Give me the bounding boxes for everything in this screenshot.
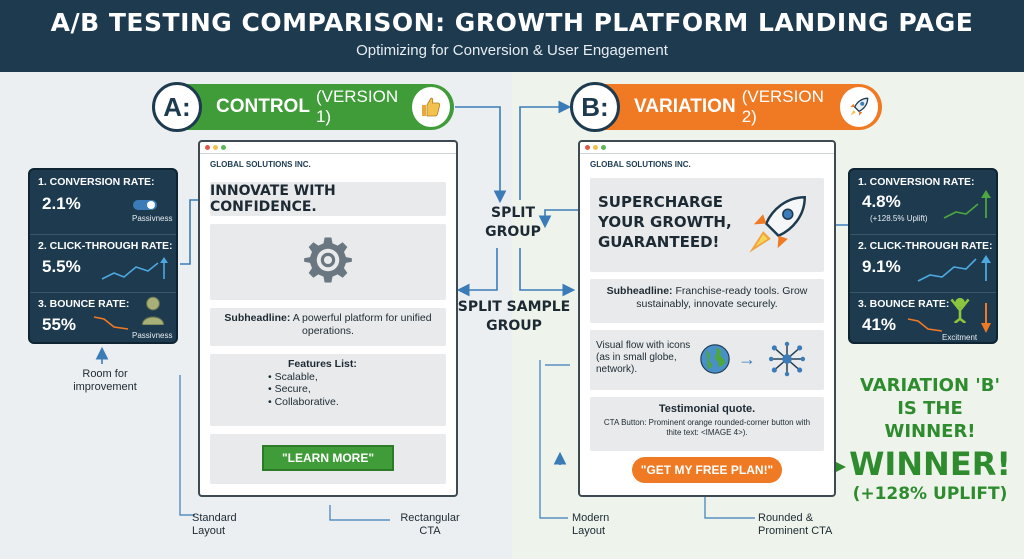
visual-flow-section: Visual flow with icons (as in small glob… xyxy=(590,330,824,390)
cta-section: "GET MY FREE PLAN!" xyxy=(590,457,824,487)
variation-letter: B: xyxy=(570,82,620,132)
testimonial-section: Testimonial quote. CTA Button: Prominent… xyxy=(590,397,824,451)
arrow-split-to-control xyxy=(456,248,498,297)
metric-bounce: 3. BOUNCE RATE: 41% Excitment xyxy=(850,292,996,344)
variation-title: VARIATION xyxy=(634,96,736,117)
metric-value: 55% xyxy=(42,315,77,334)
annotation-standard-layout: Standard Layout xyxy=(192,512,237,537)
subheadline-label: Subheadline: xyxy=(606,285,673,297)
person-icon xyxy=(140,295,166,330)
visual-flow-text: Visual flow with icons (as in small glob… xyxy=(596,340,691,375)
metric-label: 3. BOUNCE RATE: xyxy=(858,298,950,310)
arrow-split-to-variation-page xyxy=(519,248,576,297)
trend-line-icon xyxy=(916,251,992,290)
learn-more-button[interactable]: "LEARN MORE" xyxy=(262,445,394,471)
control-metrics-card: 1. CONVERSION RATE: 2.1% Passivness 2. C… xyxy=(28,168,178,344)
excited-person-icon xyxy=(946,293,974,328)
control-title: CONTROL xyxy=(216,96,310,117)
network-icon xyxy=(768,340,806,383)
page-subtitle: Optimizing for Conversion & User Engagem… xyxy=(356,42,668,59)
globe-icon xyxy=(698,342,732,381)
trend-line-icon xyxy=(100,253,170,288)
rocket-icon xyxy=(740,188,814,267)
metric-label: 3. BOUNCE RATE: xyxy=(38,298,130,310)
metric-label: 2. CLICK-THROUGH RATE: xyxy=(38,240,173,252)
winner-label: WINNER! xyxy=(849,445,1011,483)
metric-label: 2. CLICK-THROUGH RATE: xyxy=(858,240,993,252)
subheadline-section: Subheadline: A powerful platform for uni… xyxy=(210,308,446,346)
hero-section: SUPERCHARGE YOUR GROWTH, GUARANTEED! xyxy=(590,178,824,272)
metric-label: 1. CONVERSION RATE: xyxy=(858,176,975,188)
downward-line-icon xyxy=(906,315,946,340)
winner-statement: VARIATION 'B' IS THE WINNER! xyxy=(859,375,1001,442)
metric-value: 4.8% xyxy=(862,192,901,211)
company-name: GLOBAL SOLUTIONS INC. xyxy=(590,160,691,169)
variation-version: (VERSION 2) xyxy=(741,87,824,126)
cta-section: "LEARN MORE" xyxy=(210,434,446,484)
split-sample-group-label: SPLIT SAMPLE GROUP xyxy=(457,299,571,334)
metric-value: 5.5% xyxy=(42,257,81,276)
subheadline-text: A powerful platform for unified operatio… xyxy=(292,312,432,337)
arrow-right-icon: → xyxy=(738,349,756,369)
metric-value: 2.1% xyxy=(42,194,81,213)
metric-value: 41% xyxy=(862,315,897,334)
arrow-variation-to-split xyxy=(538,209,578,229)
company-name: GLOBAL SOLUTIONS INC. xyxy=(210,160,311,169)
rocket-icon xyxy=(839,87,878,127)
variation-landing-page: GLOBAL SOLUTIONS INC. SUPERCHARGE YOUR G… xyxy=(578,140,836,497)
get-free-plan-button[interactable]: "GET MY FREE PLAN!" xyxy=(632,457,782,483)
arrow-control-metrics xyxy=(180,199,198,265)
feature-item: • Secure, xyxy=(268,383,311,395)
features-section: Features List: • Scalable, • Secure, • C… xyxy=(210,354,446,426)
control-landing-page: GLOBAL SOLUTIONS INC. INNOVATE WITH CONF… xyxy=(198,140,458,497)
hero-headline-section: INNOVATE WITH CONFIDENCE. xyxy=(210,182,446,216)
metric-note: Excitment xyxy=(942,333,978,342)
metric-ctr: 2. CLICK-THROUGH RATE: 5.5% xyxy=(30,234,176,286)
trend-up-icon xyxy=(942,186,992,227)
metric-note: (+128.5% Uplift) xyxy=(870,214,928,223)
variation-badge: B: VARIATION (VERSION 2) xyxy=(570,82,882,132)
hero-image-section xyxy=(210,224,446,300)
downward-line-icon xyxy=(92,313,132,338)
hero-headline: SUPERCHARGE YOUR GROWTH, GUARANTEED! xyxy=(598,193,732,251)
subheadline-section: Subheadline: Franchise-ready tools. Grow… xyxy=(590,279,824,323)
metric-note: Passivness xyxy=(132,331,173,340)
uplift-label: (+128% UPLIFT) xyxy=(852,484,1008,504)
testimonial-quote: Testimonial quote. xyxy=(658,403,756,415)
feature-item: • Scalable, xyxy=(268,370,318,383)
metric-conversion: 1. CONVERSION RATE: 4.8% (+128.5% Uplift… xyxy=(850,176,996,228)
gear-icon xyxy=(301,233,355,292)
annotation-room-for-improvement: Room for improvement xyxy=(73,368,137,393)
control-version: (VERSION 1) xyxy=(315,87,399,126)
control-badge: A: CONTROL (VERSION 1) xyxy=(152,82,454,132)
metric-value: 9.1% xyxy=(862,257,901,276)
arrow-down-icon xyxy=(980,301,992,340)
arrow-control-to-split xyxy=(455,106,507,204)
page-header: A/B TESTING COMPARISON: GROWTH PLATFORM … xyxy=(0,0,1024,72)
page-title: A/B TESTING COMPARISON: GROWTH PLATFORM … xyxy=(50,8,974,37)
subheadline-text: Franchise-ready tools. Grow sustainably,… xyxy=(636,285,808,310)
metric-bounce: 3. BOUNCE RATE: 55% Passivness xyxy=(30,292,176,344)
toggle-icon xyxy=(132,198,158,216)
control-letter: A: xyxy=(152,82,202,132)
hero-headline: INNOVATE WITH CONFIDENCE. xyxy=(210,183,336,215)
features-title: Features List: xyxy=(288,358,357,370)
metric-note: Passivness xyxy=(132,214,173,223)
metric-label: 1. CONVERSION RATE: xyxy=(38,176,155,188)
annotation-modern-layout: Modern Layout xyxy=(572,512,610,537)
thumbs-up-icon xyxy=(412,87,450,127)
annotation-rectangular-cta: Rectangular CTA xyxy=(400,512,460,537)
metric-ctr: 2. CLICK-THROUGH RATE: 9.1% xyxy=(850,234,996,286)
split-group-label: SPLIT GROUP xyxy=(485,205,541,240)
browser-bar xyxy=(200,142,456,154)
variation-metrics-card: 1. CONVERSION RATE: 4.8% (+128.5% Uplift… xyxy=(848,168,998,344)
subheadline-label: Subheadline: xyxy=(224,312,291,324)
arrow-split-to-variation xyxy=(519,100,572,200)
metric-conversion: 1. CONVERSION RATE: 2.1% Passivness xyxy=(30,176,176,228)
annotation-rounded-cta: Rounded & Prominent CTA xyxy=(758,512,833,537)
cta-note: CTA Button: Prominent orange rounded-cor… xyxy=(603,418,811,437)
browser-bar xyxy=(580,142,834,154)
feature-item: • Collaborative. xyxy=(268,395,339,408)
